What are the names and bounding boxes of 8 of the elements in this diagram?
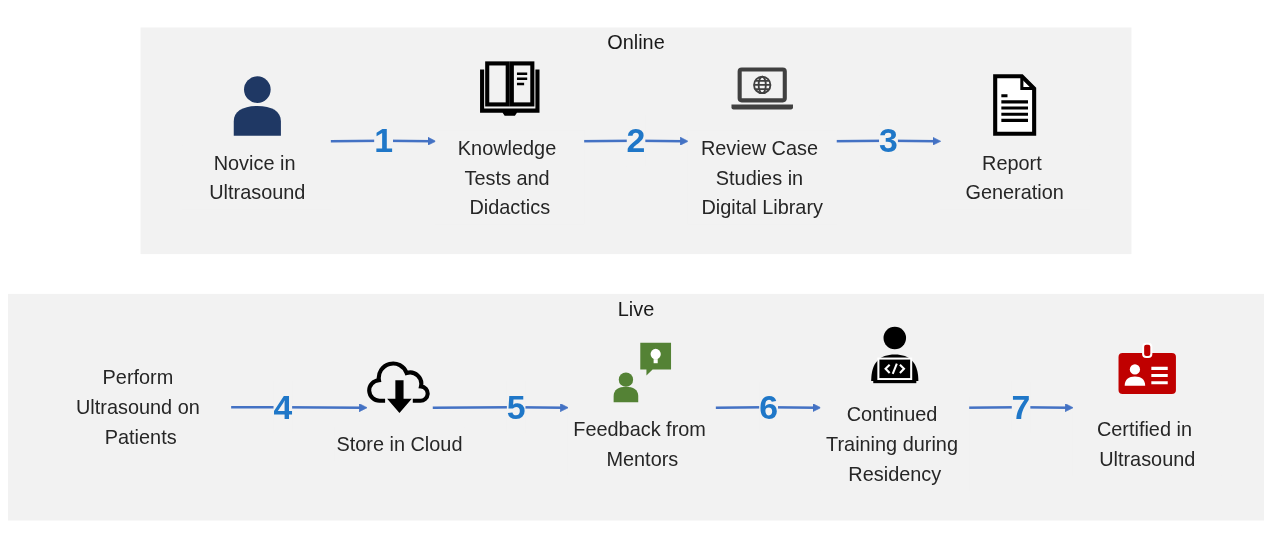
edge-label: 4 [273,387,293,426]
edge-label: 1 [374,121,393,160]
node-text: Perform Ultrasound on Patients [76,366,200,448]
edge-label: 7 [1011,387,1031,426]
edge-label: 2 [626,121,646,160]
edge-label: 6 [759,387,778,426]
edge-label: 5 [506,387,526,426]
edge-label: 3 [879,121,898,160]
